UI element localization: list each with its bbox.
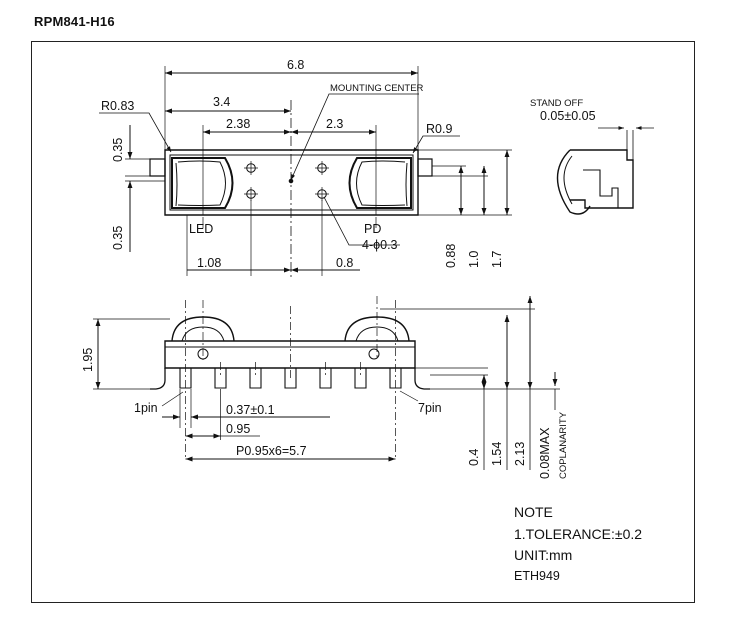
top-body-inner xyxy=(170,155,413,210)
dim-0-88: 0.88 xyxy=(444,244,458,268)
pd-dome-inner xyxy=(356,327,398,341)
top-view xyxy=(99,66,512,278)
hole-callout-leader xyxy=(324,197,400,245)
dim-1-95: 1.95 xyxy=(81,348,95,372)
right-foot xyxy=(415,368,430,389)
led-lens-inner xyxy=(176,161,226,206)
note-code: ETH949 xyxy=(514,569,560,583)
pd-lens-inner xyxy=(357,161,408,206)
r09-leader xyxy=(413,136,460,153)
pin-1-label: 1pin xyxy=(134,401,158,415)
dim-pin-pitch: 0.95 xyxy=(226,422,250,436)
dim-3-4: 3.4 xyxy=(213,95,230,109)
side-bracket xyxy=(583,170,618,208)
dim-2-38: 2.38 xyxy=(226,117,250,131)
hole-center-marks xyxy=(244,161,329,201)
led-label: LED xyxy=(189,222,213,236)
dim-1-0: 1.0 xyxy=(467,251,481,268)
dim-0-8: 0.8 xyxy=(336,256,353,270)
side-view xyxy=(558,126,655,214)
dim-1-54: 1.54 xyxy=(490,442,504,466)
pin-4 xyxy=(285,368,296,388)
dim-1-7: 1.7 xyxy=(490,251,504,268)
side-lens xyxy=(558,150,591,214)
dim-pin-width: 0.37±0.1 xyxy=(226,403,275,417)
note-tolerance: 1.TOLERANCE:±0.2 xyxy=(514,526,642,542)
right-tab xyxy=(418,159,432,176)
r083-leader xyxy=(99,113,171,152)
side-body xyxy=(570,150,633,208)
mounting-center-label: MOUNTING CENTER xyxy=(330,83,424,94)
pin-2 xyxy=(215,368,226,388)
drawing-title: RPM841-H16 xyxy=(34,14,115,29)
pin-center-lines xyxy=(186,300,396,460)
mounting-center-leader xyxy=(291,94,419,180)
pin-5 xyxy=(320,368,331,388)
left-foot xyxy=(150,368,165,389)
front-view xyxy=(93,296,560,470)
note-unit: UNIT:mm xyxy=(514,547,572,563)
dim-6-8: 6.8 xyxy=(287,58,304,72)
side-lens-inner xyxy=(564,156,572,204)
dim-0-35-upper: 0.35 xyxy=(111,138,125,162)
left-tab xyxy=(150,159,165,176)
pin-3 xyxy=(250,368,261,388)
led-lens-outline xyxy=(172,158,233,208)
coplanarity-value: 0.08MAX xyxy=(538,427,552,479)
dim-2-13: 2.13 xyxy=(513,442,527,466)
pd-lens-outline xyxy=(350,158,412,208)
dim-0-35-lower: 0.35 xyxy=(111,226,125,250)
dim-pitch-total: P0.95x6=5.7 xyxy=(236,444,307,458)
dim-0-4: 0.4 xyxy=(467,449,481,466)
stand-off-value: 0.05±0.05 xyxy=(540,109,596,123)
front-hole-right xyxy=(369,349,379,359)
side-tab xyxy=(627,130,633,160)
hole-callout: 4-ϕ0.3 xyxy=(362,238,398,252)
dim-1-08: 1.08 xyxy=(197,256,221,270)
stand-off-label: STAND OFF xyxy=(530,98,583,109)
pin-6 xyxy=(355,368,366,388)
front-body xyxy=(165,341,415,368)
pin-7-label: 7pin xyxy=(418,401,442,415)
radius-r09: R0.9 xyxy=(426,122,452,136)
pin7-leader xyxy=(400,391,418,401)
top-body-outline xyxy=(165,150,418,215)
pd-label: PD xyxy=(364,222,381,236)
note-heading: NOTE xyxy=(514,504,553,520)
dim-2-3: 2.3 xyxy=(326,117,343,131)
radius-r083: R0.83 xyxy=(101,99,134,113)
drawing-frame xyxy=(31,41,695,603)
pin1-leader xyxy=(162,392,183,406)
coplanarity-label: COPLANARITY xyxy=(558,411,569,479)
